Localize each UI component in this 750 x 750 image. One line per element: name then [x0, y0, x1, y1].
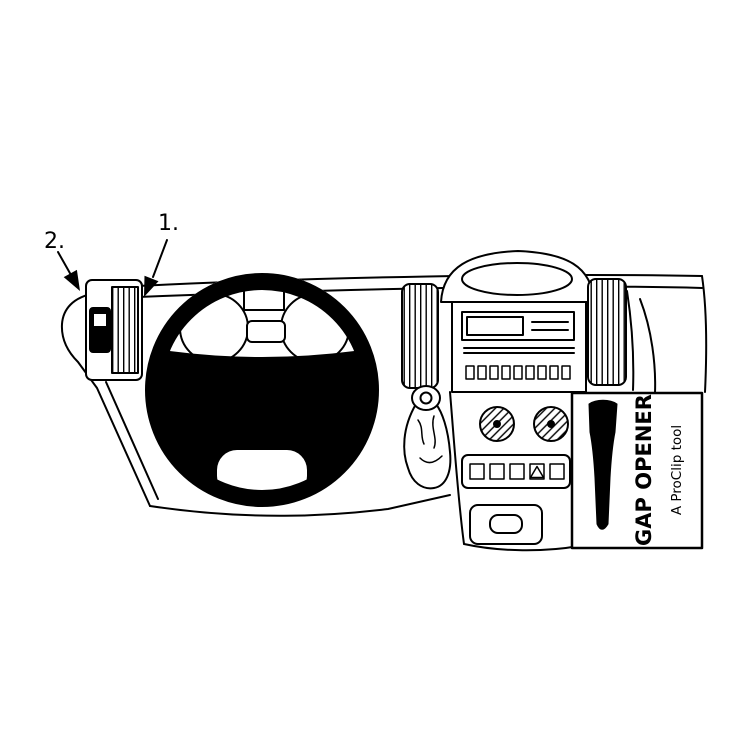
gap-opener-title: GAP OPENER	[632, 394, 656, 546]
dashboard-left-contour	[60, 285, 451, 517]
gear-shifter	[403, 385, 452, 490]
switch-panel	[461, 454, 571, 489]
callout-1-label: 1.	[158, 211, 179, 236]
left-air-vent	[401, 283, 439, 389]
steering-wheel	[145, 273, 379, 507]
callout-2: 2.	[44, 229, 80, 291]
left-dash-panel	[85, 279, 143, 381]
callout-2-arrow-icon	[63, 269, 80, 291]
climate-knobs	[479, 406, 569, 442]
lower-tray	[469, 504, 543, 545]
cluster-display	[243, 287, 285, 311]
console-hood-opening	[461, 262, 573, 296]
gap-opener-card: GAP OPENER A ProClip tool	[570, 391, 704, 550]
console-hood	[440, 250, 595, 303]
right-air-vent	[587, 278, 627, 386]
callout-1-leader	[152, 239, 168, 278]
shifter-knob	[411, 385, 441, 411]
gap-opener-tool-icon	[588, 399, 618, 530]
center-console	[401, 250, 627, 552]
callout-1: 1.	[144, 211, 179, 297]
gap-opener-subtitle: A ProClip tool	[669, 425, 685, 515]
hub-lower-opening	[217, 450, 307, 496]
left-side-vent	[111, 286, 139, 374]
radio-buttons	[465, 365, 571, 380]
steering-wheel-rim	[145, 273, 379, 507]
radio-unit	[451, 301, 587, 393]
steering-wheel-hub	[161, 351, 363, 491]
callout-1-arrow-icon	[144, 275, 159, 297]
callout-2-leader	[57, 251, 72, 276]
callout-2-label: 2.	[44, 229, 65, 254]
hazard-triangle-icon	[529, 465, 545, 479]
